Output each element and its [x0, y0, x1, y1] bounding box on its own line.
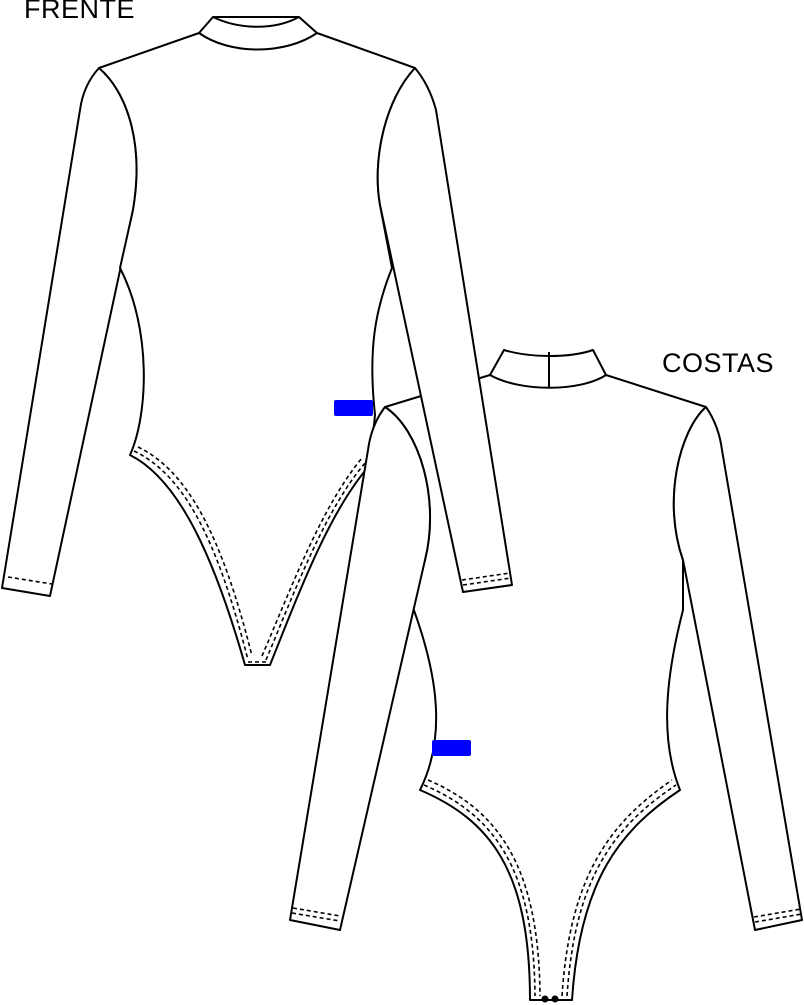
- back-leg-stitch-left: [423, 784, 536, 997]
- snap-button-icon: [551, 995, 559, 1003]
- front-label: FRENTE: [24, 0, 135, 24]
- front-right-cuff-stitch: [461, 572, 512, 586]
- back-left-cuff-stitch: [291, 907, 341, 922]
- back-leg-stitch-left-2: [427, 779, 541, 997]
- front-right-sleeve: [376, 67, 513, 593]
- front-leg-stitch-left-2: [137, 446, 253, 657]
- back-body: [384, 374, 707, 1001]
- front-collar: [198, 16, 318, 34]
- front-left-sleeve: [1, 67, 138, 597]
- front-view: [1, 16, 416, 666]
- front-marker-tag: [334, 400, 373, 416]
- front-leg-stitch-right-2: [261, 457, 363, 657]
- back-right-cuff-stitch: [753, 908, 803, 923]
- front-leg-stitch-left: [133, 450, 249, 661]
- back-marker-tag: [432, 740, 471, 756]
- back-collar: [489, 349, 607, 387]
- snap-button-icon: [541, 995, 549, 1003]
- back-left-sleeve: [289, 406, 432, 931]
- back-leg-stitch-right-2: [561, 779, 673, 997]
- back-label: COSTAS: [662, 348, 775, 378]
- back-right-sleeve: [672, 406, 803, 931]
- front-leg-stitch-right: [265, 461, 367, 661]
- front-left-cuff-stitch: [7, 576, 53, 585]
- back-leg-stitch-right: [566, 784, 677, 997]
